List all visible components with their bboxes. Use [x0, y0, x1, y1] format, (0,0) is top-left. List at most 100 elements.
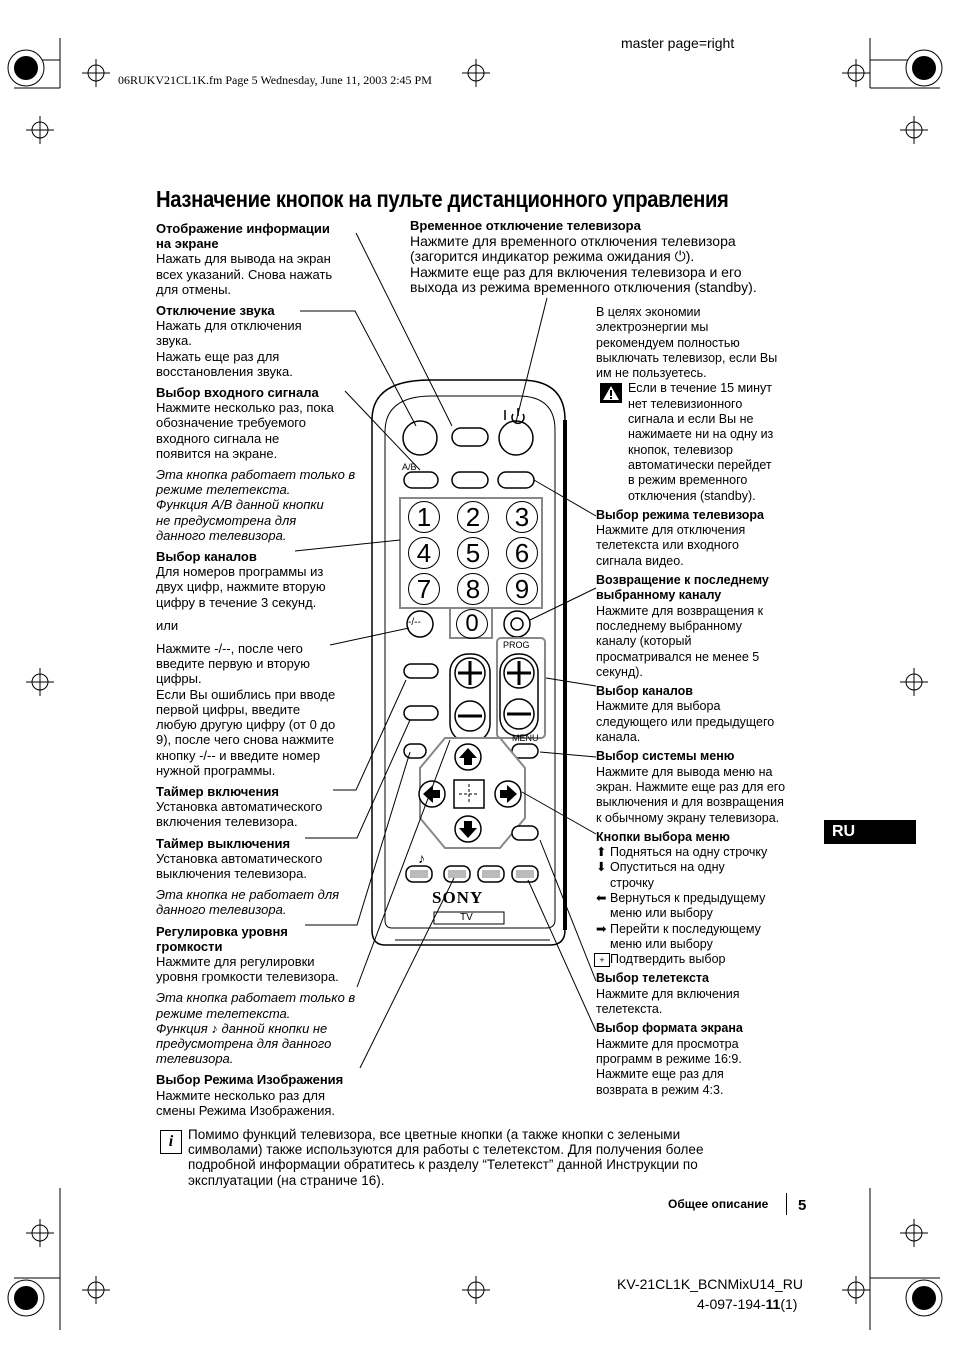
digit-5-button[interactable]: 5 — [457, 537, 489, 569]
menu-text: к обычному экрану телевизора. — [596, 810, 780, 825]
warning-text: отключения (standby). — [628, 488, 756, 503]
arrow-up-icon: ⬆ — [596, 845, 607, 860]
volume-note: телевизора. — [156, 1051, 234, 1067]
menu-text: экран. Нажмите еще раз для его — [596, 779, 786, 794]
right-column: В целях экономии электроэнергии мы реком… — [594, 305, 806, 1098]
volume-text: Нажмите для регулировки — [156, 953, 315, 969]
menu-key-up-text: Подняться на одну строчку — [610, 845, 768, 860]
tv-mode-heading: Выбор режима телевизора — [596, 507, 764, 522]
mute-text: восстановления звука. — [156, 363, 293, 379]
digit-keypad: 1 2 3 4 5 6 7 8 9 — [405, 501, 541, 605]
warning-text: в режим временного — [628, 473, 748, 488]
sony-logo: SONY — [432, 888, 484, 907]
format-text: программ в режиме 16:9. — [596, 1051, 742, 1066]
warning-text: нажимаете ни на одну из — [628, 427, 774, 442]
channels-or: или — [156, 617, 179, 633]
channels-text2: нужной программы. — [156, 762, 276, 778]
volume-note: Эта кнопка работает только в — [156, 990, 356, 1006]
last-channel-heading: Возвращение к последнему — [596, 573, 769, 588]
info-note-line: символами) также используются для работы… — [188, 1142, 704, 1158]
digit-6-button[interactable]: 6 — [506, 537, 538, 569]
info-note-line: подробной информации обратитесь к раздел… — [188, 1157, 698, 1173]
volume-note: предусмотрена для данного — [156, 1035, 332, 1051]
input-text: появится на экране. — [156, 445, 278, 461]
osd-text: для отмены. — [156, 281, 232, 297]
part-number-bold: 11 — [765, 1296, 781, 1312]
volume-heading: громкости — [156, 938, 223, 954]
channels-text2: первой цифры, введите — [156, 701, 301, 717]
input-note: Эта кнопка работает только в — [156, 467, 356, 483]
digit-8-button[interactable]: 8 — [457, 573, 489, 605]
warning-text: Если в течение 15 минут — [628, 381, 773, 396]
prog-text: Нажмите для выбора — [596, 699, 721, 714]
prog-text: канала. — [596, 730, 641, 745]
page-title: Назначение кнопок на пульте дистанционно… — [156, 186, 729, 212]
digit-3-button[interactable]: 3 — [506, 501, 538, 533]
economy-text: им не пользуетесь. — [596, 366, 707, 381]
volume-note: режиме телетекста. — [156, 1005, 291, 1021]
digit-4-button[interactable]: 4 — [408, 537, 440, 569]
economy-text: выключать телевизор, если Вы — [596, 350, 778, 365]
input-note: Функция A/B данной кнопки — [156, 497, 324, 513]
file-info: 06RUKV21CL1K.fm Page 5 Wednesday, June 1… — [118, 73, 432, 87]
warning-text: нет телевизионного — [628, 396, 743, 411]
music-note-icon: ♪ — [418, 850, 425, 866]
channels-text: Для номеров программы из — [156, 564, 324, 580]
standby-line: Нажмите еще раз для включения телевизора… — [410, 263, 742, 280]
registration-circle-icon — [7, 49, 943, 1317]
crosshair-icon — [26, 59, 928, 1304]
timer-off-text: Установка автоматического — [156, 850, 323, 866]
tv-mode-text: Нажмите для отключения — [596, 523, 746, 538]
model-code: KV-21CL1K_BCNMixU14_RU — [617, 1276, 803, 1292]
master-page-label: master page=right — [621, 35, 735, 51]
osd-heading: на экране — [156, 236, 219, 252]
input-text: входного сигнала не — [156, 430, 280, 446]
input-note: не предусмотрена для — [156, 512, 297, 528]
last-channel-text: Нажмите для возвращения к — [596, 603, 764, 618]
menu-key-ok-text: Подтвердить выбор — [610, 952, 726, 967]
input-text: Нажмите несколько раз, пока — [156, 400, 334, 416]
menu-key-right-text: Перейти к последующему — [610, 921, 761, 936]
digit-1-button[interactable]: 1 — [408, 501, 440, 533]
tv-label: TV — [460, 912, 473, 923]
volume-text: уровня громкости телевизора. — [156, 969, 339, 985]
timer-off-note: Эта кнопка не работает для — [156, 887, 340, 903]
channels-text2: цифры. — [156, 671, 202, 687]
digit-9-button[interactable]: 9 — [506, 573, 538, 605]
info-note: Помимо функций телевизора, все цветные к… — [188, 1127, 788, 1188]
language-tab: RU — [824, 820, 916, 844]
warning-icon — [600, 383, 622, 404]
info-note-line: эксплуатации (на страниче 16). — [188, 1172, 385, 1188]
footer-divider — [786, 1193, 787, 1215]
arrow-left-icon: ⬅ — [596, 890, 607, 905]
channels-text2: кнопку -/-- и введите номер — [156, 747, 321, 763]
last-channel-text: каналу (который — [596, 634, 692, 649]
channels-text2: любую другую цифру (от 0 до — [156, 717, 336, 733]
warning-text: сигнала и если Вы не — [628, 412, 754, 427]
channels-text2: Нажмите -/--, после чего — [156, 641, 303, 657]
warning-text: автоматически перейдет — [628, 457, 772, 472]
digit-2-button[interactable]: 2 — [457, 501, 489, 533]
channels-text: двух цифр, нажмите вторую — [156, 579, 326, 595]
menu-key-down-text: Опуститься на одну — [610, 860, 725, 875]
standby-section: Временное отключение телевизора Нажмите … — [410, 218, 757, 296]
prog-label: PROG — [503, 640, 530, 650]
format-text: возврата в режим 4:3. — [596, 1082, 724, 1097]
part-number-prefix: 4-097-194- — [697, 1296, 766, 1312]
tv-mode-text: телетекста или входного — [596, 538, 739, 553]
format-text: Нажмите для просмотра — [596, 1036, 739, 1051]
menu-key-left-text: Вернуться к предыдущему — [610, 890, 766, 905]
channels-text2: 9), после чего снова нажмите — [156, 732, 335, 748]
digit-7-button[interactable]: 7 — [408, 573, 440, 605]
format-heading: Выбор формата экрана — [596, 1021, 743, 1036]
standby-heading: Временное отключение телевизора — [410, 218, 641, 233]
menu-keys-heading: Кнопки выбора меню — [596, 829, 730, 844]
timer-on-heading: Таймер включения — [156, 783, 279, 799]
prog-text: следующего или предыдущего — [596, 714, 775, 729]
menu-key-down-text: строчку — [610, 875, 654, 890]
input-note: данного телевизора. — [156, 527, 287, 543]
digit-0-button[interactable]: 0 — [456, 609, 488, 639]
osd-text: Нажать для вывода на экран — [156, 251, 331, 267]
input-note: режиме телетекста. — [156, 482, 291, 498]
economy-text: рекомендуем полностью — [596, 335, 740, 350]
